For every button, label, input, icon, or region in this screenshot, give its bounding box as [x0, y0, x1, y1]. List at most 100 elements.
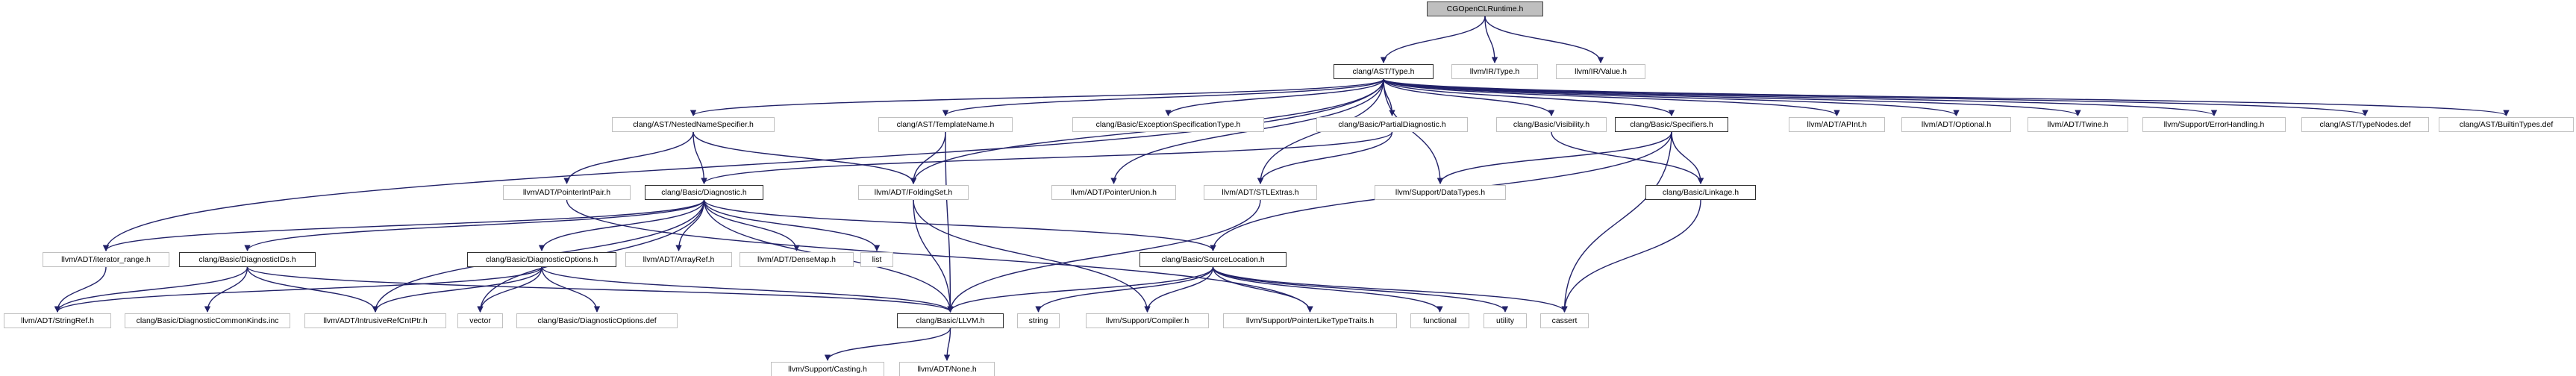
graph-node-n38[interactable]: llvm/Support/PointerLikeTypeTraits.h: [1223, 313, 1397, 328]
graph-edge: [693, 131, 917, 184]
graph-node-label: llvm/ADT/None.h: [917, 364, 977, 374]
graph-node-n20[interactable]: llvm/ADT/STLExtras.h: [1204, 185, 1317, 200]
graph-node-label: llvm/ADT/FoldingSet.h: [874, 187, 953, 197]
graph-edge: [690, 78, 1384, 116]
graph-node-label: clang/Basic/DiagnosticOptions.def: [537, 316, 657, 325]
graph-node-n5[interactable]: clang/AST/TemplateName.h: [878, 117, 1013, 132]
graph-edge: [1380, 16, 1486, 63]
graph-node-n40[interactable]: utility: [1484, 313, 1527, 328]
graph-node-label: clang/Basic/LLVM.h: [916, 316, 985, 325]
graph-edge: [945, 131, 954, 313]
graph-node-label: list: [872, 254, 882, 264]
graph-node-n13[interactable]: llvm/Support/ErrorHandling.h: [2142, 117, 2286, 132]
graph-node-label: llvm/ADT/Optional.h: [1921, 119, 1992, 129]
graph-node-label: clang/Basic/DiagnosticOptions.h: [485, 254, 598, 264]
graph-node-label: clang/AST/TemplateName.h: [896, 119, 995, 129]
graph-node-n16[interactable]: llvm/ADT/PointerIntPair.h: [503, 185, 631, 200]
graph-node-n39[interactable]: functional: [1410, 313, 1469, 328]
graph-node-n9[interactable]: clang/Basic/Specifiers.h: [1615, 117, 1728, 132]
graph-node-n4[interactable]: clang/AST/NestedNameSpecifier.h: [612, 117, 775, 132]
graph-node-n35[interactable]: clang/Basic/LLVM.h: [897, 313, 1004, 328]
graph-edge: [1383, 78, 1675, 116]
graph-node-n2[interactable]: llvm/IR/Type.h: [1451, 64, 1538, 79]
graph-edge: [1561, 199, 1701, 313]
graph-node-n24[interactable]: clang/Basic/DiagnosticIDs.h: [179, 252, 316, 267]
graph-node-n29[interactable]: clang/Basic/SourceLocation.h: [1139, 252, 1287, 267]
graph-node-n3[interactable]: llvm/IR/Value.h: [1556, 64, 1645, 79]
graph-node-label: llvm/IR/Type.h: [1469, 66, 1520, 76]
graph-edge: [1383, 78, 1840, 116]
graph-node-n26[interactable]: llvm/ADT/ArrayRef.h: [625, 252, 732, 267]
graph-node-n30[interactable]: llvm/ADT/StringRef.h: [4, 313, 111, 328]
graph-node-label: clang/AST/NestedNameSpecifier.h: [633, 119, 754, 129]
graph-node-label: llvm/ADT/PointerUnion.h: [1071, 187, 1157, 197]
graph-edge: [1484, 16, 1498, 63]
graph-node-n31[interactable]: clang/Basic/DiagnosticCommonKinds.inc: [125, 313, 290, 328]
graph-node-label: CGOpenCLRuntime.h: [1446, 4, 1524, 13]
graph-node-n1[interactable]: clang/AST/Type.h: [1334, 64, 1434, 79]
graph-node-n27[interactable]: llvm/ADT/DenseMap.h: [740, 252, 854, 267]
graph-node-n43[interactable]: llvm/ADT/None.h: [899, 362, 995, 376]
graph-node-label: clang/AST/TypeNodes.def: [2319, 119, 2411, 129]
graph-edge: [1383, 78, 1395, 116]
graph-node-label: functional: [1423, 316, 1457, 325]
graph-node-n42[interactable]: llvm/Support/Casting.h: [771, 362, 884, 376]
graph-node-n15[interactable]: clang/AST/BuiltinTypes.def: [2439, 117, 2574, 132]
graph-edge: [1212, 266, 1568, 313]
graph-node-n12[interactable]: llvm/ADT/Twine.h: [2028, 117, 2128, 132]
graph-node-label: clang/AST/BuiltinTypes.def: [2459, 119, 2554, 129]
graph-node-n21[interactable]: llvm/Support/DataTypes.h: [1375, 185, 1506, 200]
graph-node-label: clang/Basic/PartialDiagnostic.h: [1338, 119, 1446, 129]
graph-node-n23[interactable]: llvm/ADT/iterator_range.h: [43, 252, 169, 267]
graph-node-label: clang/Basic/ExceptionSpecificationType.h: [1095, 119, 1241, 129]
graph-edge: [102, 78, 1384, 251]
graph-edge: [1257, 131, 1393, 184]
graph-edge: [563, 131, 694, 184]
graph-node-label: clang/Basic/DiagnosticIDs.h: [198, 254, 296, 264]
graph-edge: [1383, 78, 2369, 116]
graph-edge: [913, 199, 1151, 313]
graph-node-n33[interactable]: vector: [457, 313, 503, 328]
graph-edge: [1212, 266, 1509, 313]
graph-edge: [1165, 78, 1384, 116]
graph-edge: [1551, 131, 1704, 184]
graph-node-n0[interactable]: CGOpenCLRuntime.h: [1427, 1, 1543, 16]
graph-node-label: clang/Basic/Linkage.h: [1662, 187, 1739, 197]
graph-node-n34[interactable]: clang/Basic/DiagnosticOptions.def: [516, 313, 678, 328]
graph-node-n10[interactable]: llvm/ADT/APInt.h: [1789, 117, 1885, 132]
graph-edge: [1383, 78, 2510, 116]
graph-node-n6[interactable]: clang/Basic/ExceptionSpecificationType.h: [1072, 117, 1264, 132]
graph-edge: [1484, 16, 1604, 63]
graph-node-label: llvm/Support/Casting.h: [788, 364, 867, 374]
graph-node-n14[interactable]: clang/AST/TypeNodes.def: [2301, 117, 2429, 132]
graph-edge: [703, 199, 881, 251]
graph-node-n25[interactable]: clang/Basic/DiagnosticOptions.h: [467, 252, 616, 267]
graph-node-label: llvm/Support/ErrorHandling.h: [2163, 119, 2265, 129]
graph-node-n22[interactable]: clang/Basic/Linkage.h: [1645, 185, 1756, 200]
graph-node-n18[interactable]: llvm/ADT/FoldingSet.h: [858, 185, 969, 200]
graph-edge: [1212, 266, 1443, 313]
graph-node-n17[interactable]: clang/Basic/Diagnostic.h: [645, 185, 763, 200]
graph-edge: [693, 131, 707, 184]
graph-edge: [204, 266, 248, 313]
graph-node-label: llvm/IR/Value.h: [1575, 66, 1627, 76]
graph-node-label: llvm/ADT/iterator_range.h: [61, 254, 151, 264]
graph-edge: [1437, 131, 1672, 184]
graph-node-n11[interactable]: llvm/ADT/Optional.h: [1901, 117, 2011, 132]
graph-edge: [538, 199, 705, 251]
graph-node-n36[interactable]: string: [1017, 313, 1060, 328]
graph-node-n19[interactable]: llvm/ADT/PointerUnion.h: [1051, 185, 1176, 200]
graph-edge: [246, 266, 379, 313]
graph-node-n7[interactable]: clang/Basic/PartialDiagnostic.h: [1316, 117, 1468, 132]
graph-edge: [1383, 78, 1960, 116]
graph-node-n41[interactable]: cassert: [1540, 313, 1589, 328]
graph-node-n28[interactable]: list: [860, 252, 893, 267]
graph-node-n8[interactable]: clang/Basic/Visibility.h: [1496, 117, 1607, 132]
graph-edge: [54, 266, 543, 313]
graph-node-n32[interactable]: llvm/ADT/IntrusiveRefCntPtr.h: [304, 313, 446, 328]
graph-node-label: llvm/ADT/ArrayRef.h: [643, 254, 715, 264]
graph-edge: [1383, 78, 2217, 116]
graph-node-label: clang/Basic/SourceLocation.h: [1161, 254, 1265, 264]
graph-node-n37[interactable]: llvm/Support/Compiler.h: [1086, 313, 1209, 328]
